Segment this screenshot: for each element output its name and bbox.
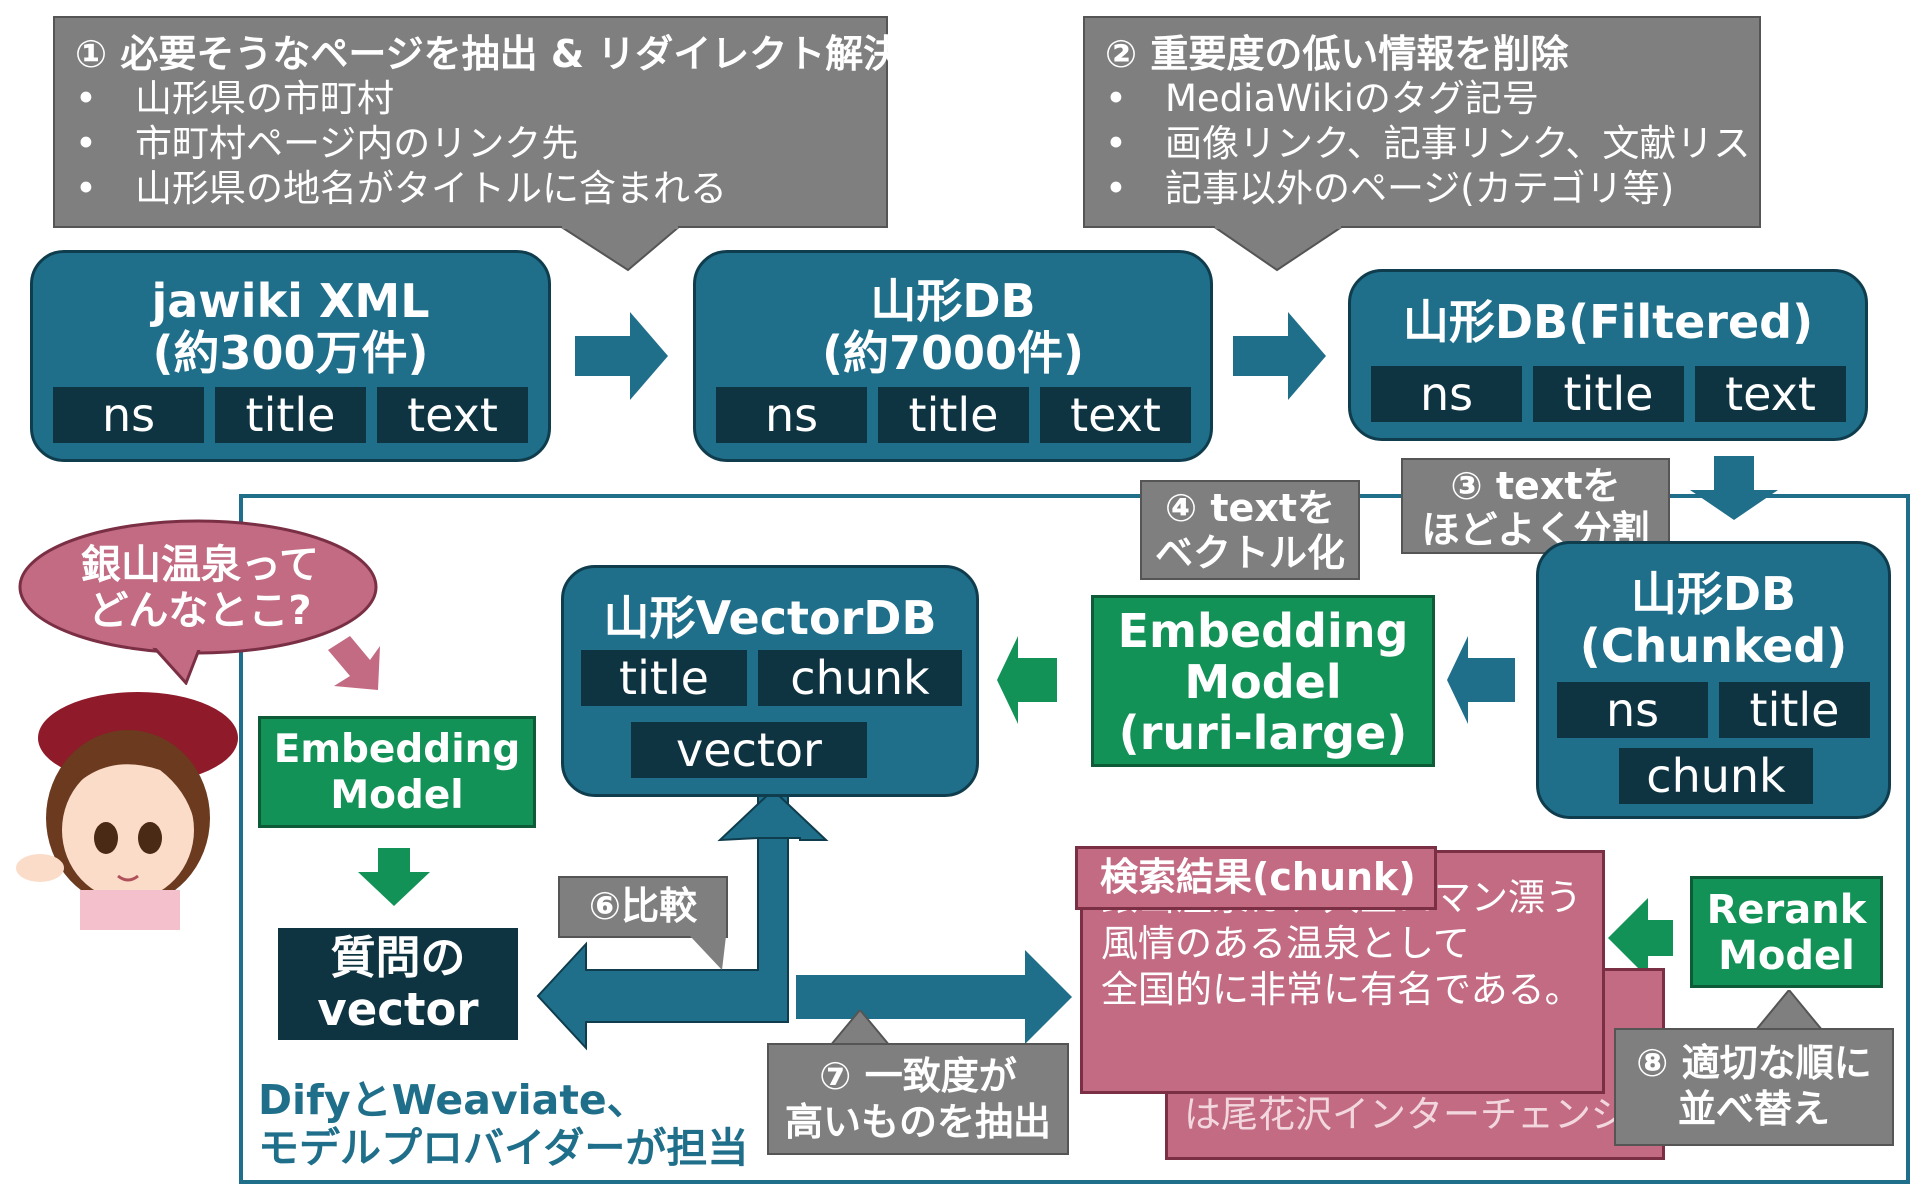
step4-line2: ベクトル化 <box>1154 531 1345 575</box>
callout-extract-tail <box>560 226 680 272</box>
step8-line2: 並べ替え <box>1677 1087 1830 1131</box>
rerank-line2: Model <box>1718 933 1855 979</box>
db-chunked-col-chunk: chunk <box>1619 748 1813 804</box>
arrow-speech-to-embedding <box>328 636 380 690</box>
db-chunked-title: 山形DB <box>1630 567 1797 621</box>
db-filtered-col-ns: ns <box>1371 366 1522 422</box>
callout-cleanup: ② 重要度の低い情報を削除 •MediaWikiのタグ記号 •画像リンク、記事リ… <box>1083 16 1788 228</box>
search-result-tab: 検索結果(chunk) <box>1075 846 1437 910</box>
db-jawiki: jawiki XML (約300万件) ns title text <box>30 250 551 462</box>
db-chunked: 山形DB (Chunked) ns title chunk <box>1536 541 1891 819</box>
db-yamagata: 山形DB (約7000件) ns title text <box>693 250 1213 462</box>
step4-label: ④ textを ベクトル化 <box>1140 480 1360 580</box>
db-yamagata-col-text: text <box>1040 387 1191 443</box>
db-vector-col-vector: vector <box>631 722 867 778</box>
db-filtered-col-title: title <box>1533 366 1684 422</box>
callout-cleanup-bullet: •画像リンク、記事リンク、文献リスト <box>1105 122 1788 165</box>
arrow-yamagata-to-filtered <box>1233 312 1326 400</box>
embedding-query-line1: Embedding <box>273 727 521 772</box>
speech-line2: どんなとこ? <box>88 588 312 634</box>
callout-extract-bullet: •山形県の市町村 <box>75 77 394 120</box>
db-yamagata-title: 山形DB <box>870 274 1036 328</box>
db-vector: 山形VectorDB title chunk vector <box>561 565 979 797</box>
embedding-ruri-line3: (ruri-large) <box>1118 706 1408 760</box>
callout-cleanup-bullet: •MediaWikiのタグ記号 <box>1105 77 1539 120</box>
rerank-line1: Rerank <box>1706 887 1867 933</box>
arrow-to-search-result <box>796 950 1072 1044</box>
footer-line2: モデルプロバイダーが担当 <box>258 1124 749 1172</box>
step7-label: ⑦ 一致度が 高いものを抽出 <box>767 1043 1069 1155</box>
callout-extract-bullet: •山形県の地名がタイトルに含まれる <box>75 167 727 210</box>
footer-note: DifyとWeaviate、 モデルプロバイダーが担当 <box>258 1076 748 1172</box>
db-filtered-title: 山形DB(Filtered) <box>1402 295 1814 349</box>
db-filtered-col-text: text <box>1695 366 1846 422</box>
callout-cleanup-bullet: •記事以外のページ(カテゴリ等) <box>1105 167 1675 210</box>
embedding-model-query: Embedding Model <box>258 716 536 828</box>
db-yamagata-count: (約7000件) <box>821 326 1085 380</box>
step3-label: ③ textを ほどよく分割 <box>1401 458 1670 554</box>
callout-cleanup-title: ② 重要度の低い情報を削除 <box>1105 32 1569 76</box>
step8-line1: ⑧ 適切な順に <box>1636 1041 1872 1085</box>
step4-line1: ④ textを <box>1164 486 1336 530</box>
question-vector: 質問の vector <box>278 928 518 1040</box>
step7-tail <box>830 1010 890 1046</box>
rerank-model: Rerank Model <box>1690 876 1883 988</box>
dify-frame <box>239 494 1910 1184</box>
callout-extract-bullet: •市町村ページ内のリンク先 <box>75 122 579 165</box>
embedding-ruri-line2: Model <box>1184 655 1342 709</box>
db-jawiki-col-text: text <box>377 387 528 443</box>
arrow-embedding-to-vectordb <box>997 636 1057 724</box>
db-jawiki-count: (約300万件) <box>152 326 429 380</box>
step6-label: ⑥比較 <box>558 876 728 938</box>
step6-tail <box>690 936 726 970</box>
arrow-rerank-to-result <box>1608 898 1673 978</box>
callout-cleanup-tail <box>1213 226 1343 272</box>
db-vector-title: 山形VectorDB <box>603 591 937 645</box>
db-vector-col-chunk: chunk <box>758 650 962 706</box>
search-result-line: 全国的に非常に有名である。 <box>1101 968 1582 1011</box>
question-vector-line2: vector <box>317 983 479 1036</box>
embedding-model-ruri: Embedding Model (ruri-large) <box>1091 595 1435 767</box>
step7-line1: ⑦ 一致度が <box>819 1054 1017 1098</box>
step8-tail <box>1756 990 1822 1030</box>
arrow-filtered-to-chunked <box>1690 456 1778 520</box>
db-jawiki-col-title: title <box>215 387 366 443</box>
speech-bubble: 銀山温泉って どんなとこ? <box>40 542 360 634</box>
callout-extract-title: ① 必要そうなページを抽出 & リダイレクト解決 <box>75 32 902 76</box>
embedding-query-line2: Model <box>330 773 464 818</box>
speech-line1: 銀山温泉って <box>81 542 319 588</box>
db-chunked-subtitle: (Chunked) <box>1579 619 1848 673</box>
search-result-line: 風情のある温泉として <box>1101 922 1470 965</box>
db-filtered: 山形DB(Filtered) ns title text <box>1348 269 1868 441</box>
db-yamagata-col-title: title <box>878 387 1029 443</box>
db-chunked-col-ns: ns <box>1557 682 1708 738</box>
db-vector-col-title: title <box>581 650 747 706</box>
arrow-chunked-to-embedding <box>1447 636 1515 724</box>
db-yamagata-col-ns: ns <box>716 387 867 443</box>
step8-label: ⑧ 適切な順に 並べ替え <box>1614 1028 1894 1146</box>
arrow-jawiki-to-yamagata <box>575 312 668 400</box>
db-chunked-col-title: title <box>1719 682 1870 738</box>
footer-line1: DifyとWeaviate、 <box>258 1076 648 1124</box>
step3-line1: ③ textを <box>1450 464 1621 508</box>
search-result-back-text: は尾花沢インターチェンジ。 <box>1184 1093 1664 1136</box>
question-vector-line1: 質問の <box>330 931 466 984</box>
avatar-girl <box>16 692 238 930</box>
step7-line2: 高いものを抽出 <box>784 1100 1051 1144</box>
db-jawiki-title: jawiki XML <box>151 274 430 328</box>
arrow-embedding-to-question <box>358 848 430 906</box>
db-jawiki-col-ns: ns <box>53 387 204 443</box>
callout-extract: ① 必要そうなページを抽出 & リダイレクト解決 •山形県の市町村 •市町村ペー… <box>53 16 902 228</box>
compare-arrow-up <box>717 788 829 842</box>
compare-connector <box>536 794 789 1051</box>
speech-bubble-shape <box>18 519 378 685</box>
embedding-ruri-line1: Embedding <box>1117 604 1409 658</box>
